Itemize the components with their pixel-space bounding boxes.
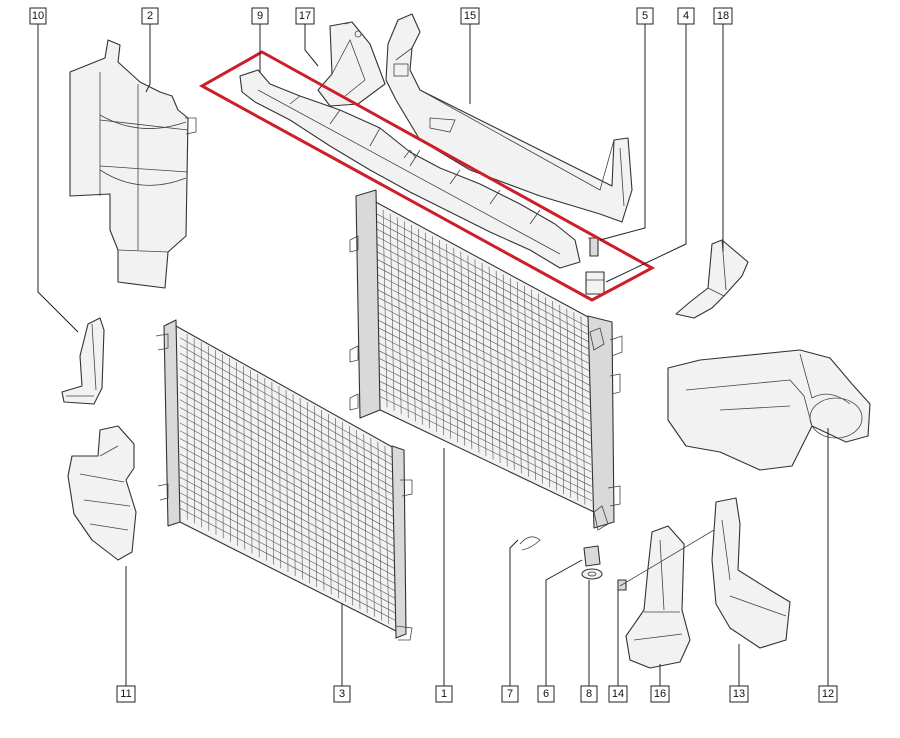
- part-4-mount-bushing[interactable]: [585, 271, 605, 295]
- callout-6: 6: [537, 685, 555, 703]
- part-15-upper-cross-member[interactable]: [385, 13, 633, 223]
- callout-11-label: 11: [120, 688, 131, 700]
- part-5-bolt[interactable]: [588, 237, 600, 257]
- callout-3-label: 3: [339, 688, 345, 700]
- callout-3: 3: [333, 685, 351, 703]
- callout-10-label: 10: [32, 10, 44, 22]
- callout-10: 10: [29, 7, 47, 25]
- part-17-bracket[interactable]: [317, 21, 386, 107]
- callout-5: 5: [636, 7, 654, 25]
- part-2-air-duct[interactable]: [69, 39, 197, 289]
- part-18-side-bracket[interactable]: [675, 239, 749, 319]
- part-16-lower-bracket[interactable]: [625, 525, 691, 669]
- callout-14-label: 14: [612, 688, 624, 700]
- part-1-radiator[interactable]: [349, 189, 623, 531]
- part-10-bracket[interactable]: [61, 317, 105, 405]
- part-3-condenser[interactable]: [155, 319, 413, 641]
- callout-18: 18: [713, 7, 733, 25]
- callout-1-label: 1: [441, 688, 447, 700]
- callout-16: 16: [650, 685, 670, 703]
- callout-1: 1: [435, 685, 453, 703]
- callout-12-label: 12: [822, 688, 834, 700]
- callout-17-label: 17: [299, 10, 311, 22]
- part-13-side-deflector[interactable]: [619, 497, 791, 649]
- callout-5-label: 5: [642, 10, 648, 22]
- callout-12: 12: [818, 685, 838, 703]
- callout-9: 9: [251, 7, 269, 25]
- callout-11: 11: [116, 685, 136, 703]
- callout-4-label: 4: [683, 10, 689, 22]
- part-11-lower-deflector[interactable]: [67, 425, 137, 561]
- part-12-air-guide[interactable]: [667, 349, 871, 471]
- leader-lines: [37, 24, 829, 686]
- callout-7: 7: [501, 685, 519, 703]
- callout-15-label: 15: [464, 10, 476, 22]
- callout-13: 13: [729, 685, 749, 703]
- callout-2: 2: [141, 7, 159, 25]
- part-6-grommet[interactable]: [583, 545, 601, 567]
- callout-17: 17: [295, 7, 315, 25]
- callout-14: 14: [608, 685, 628, 703]
- condenser-core-grid: [179, 333, 396, 625]
- callout-18-label: 18: [717, 10, 729, 22]
- highlight-frame: [198, 50, 656, 302]
- callout-16-label: 16: [654, 688, 666, 700]
- callout-9-label: 9: [257, 10, 263, 22]
- callout-6-label: 6: [543, 688, 549, 700]
- part-7-clip[interactable]: [519, 536, 541, 551]
- part-9-support-beam[interactable]: [239, 69, 581, 269]
- callout-13-label: 13: [733, 688, 745, 700]
- callout-2-label: 2: [147, 10, 153, 22]
- callout-8-label: 8: [586, 688, 592, 700]
- callout-8: 8: [580, 685, 598, 703]
- callout-7-label: 7: [507, 688, 513, 700]
- part-8-washer[interactable]: [581, 568, 603, 580]
- callout-4: 4: [677, 7, 695, 25]
- callout-15: 15: [460, 7, 480, 25]
- radiator-core-grid: [376, 209, 592, 505]
